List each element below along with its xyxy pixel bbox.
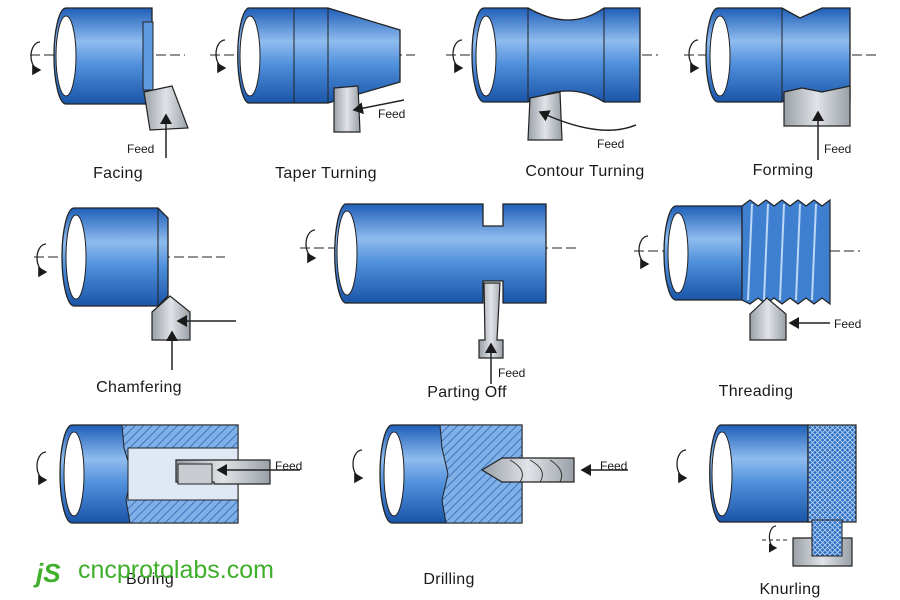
rotation-arrow-icon <box>638 235 650 270</box>
caption-threading: Threading <box>719 383 794 400</box>
chamfer-tool <box>151 295 191 341</box>
caption-forming: Forming <box>753 162 814 179</box>
op-forming: Feed Forming <box>684 7 878 179</box>
knurled-section <box>807 424 857 523</box>
caption-parting-off: Parting Off <box>427 384 507 401</box>
caption-boring: Boring <box>126 571 174 588</box>
rotation-arrow-icon <box>215 39 227 74</box>
rotation-arrow-icon <box>305 229 317 264</box>
caption-contour-turning: Contour Turning <box>525 163 644 180</box>
op-taper-turning: Feed Taper Turning <box>210 7 415 182</box>
workpiece <box>471 7 641 103</box>
op-facing: Feed Facing <box>30 7 189 182</box>
watermark: jS cncprotolabs.com <box>33 556 274 588</box>
workpiece <box>709 424 809 523</box>
feed-label: Feed <box>824 142 851 156</box>
cutting-tool <box>143 85 189 131</box>
feed-label: Feed <box>275 459 302 473</box>
rotation-arrow-icon <box>352 449 364 484</box>
feed-label: Feed <box>834 317 861 331</box>
rotation-arrow-icon <box>688 39 700 74</box>
knurl-wheel <box>811 519 843 557</box>
cutting-tool <box>333 85 361 133</box>
feed-label: Feed <box>498 366 525 380</box>
op-boring: Feed Boring <box>36 424 302 588</box>
feed-label: Feed <box>600 459 627 473</box>
parting-tool <box>478 282 504 359</box>
feed-label: Feed <box>378 107 405 121</box>
feed-label: Feed <box>597 137 624 151</box>
op-parting-off: Feed Parting Off <box>300 203 578 401</box>
cutting-tool <box>527 91 563 141</box>
cross-section <box>439 424 523 524</box>
op-knurling: Knurling <box>676 424 857 598</box>
drill-bit <box>480 457 575 483</box>
caption-facing: Facing <box>93 165 143 182</box>
rotation-arrow-icon <box>768 525 778 553</box>
feed-label: Feed <box>127 142 154 156</box>
threading-tool <box>749 297 787 341</box>
caption-drilling: Drilling <box>423 571 474 588</box>
op-drilling: Feed Drilling <box>352 424 628 588</box>
rotation-arrow-icon <box>36 243 48 278</box>
workpiece <box>237 7 401 104</box>
workpiece <box>334 203 547 304</box>
watermark-text: cncprotolabs.com <box>78 556 274 584</box>
workpiece <box>53 7 153 105</box>
workpiece <box>61 207 169 307</box>
caption-chamfering: Chamfering <box>96 379 182 396</box>
op-chamfering: Chamfering <box>34 207 236 396</box>
rotation-arrow-icon <box>36 451 48 486</box>
op-threading: Feed Threading <box>634 198 861 400</box>
rotation-arrow-icon <box>676 449 688 484</box>
op-contour-turning: Feed Contour Turning <box>446 7 658 180</box>
watermark-logo: jS <box>33 558 61 588</box>
form-tool <box>783 85 851 127</box>
caption-taper-turning: Taper Turning <box>275 165 377 182</box>
rotation-arrow-icon <box>452 39 464 74</box>
threaded-section <box>741 198 831 306</box>
caption-knurling: Knurling <box>759 581 820 598</box>
rotation-arrow-icon <box>30 41 42 76</box>
